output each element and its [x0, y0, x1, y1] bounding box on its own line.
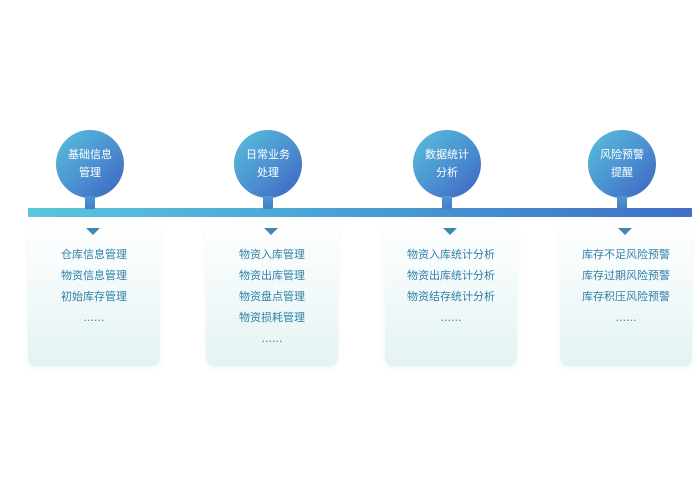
node-connector [617, 196, 627, 209]
list-item: ...... [261, 332, 283, 345]
stage-item-list: 仓库信息管理 物资信息管理 初始库存管理 ...... [28, 244, 160, 328]
list-item: 物资信息管理 [61, 269, 127, 282]
stage-card: 物资入库管理 物资出库管理 物资盘点管理 物资损耗管理 ...... [206, 224, 338, 366]
stage-column-basic-info: 基础信息 管理 仓库信息管理 物资信息管理 初始库存管理 ...... [28, 0, 160, 500]
stage-title-line: 基础信息 [68, 148, 112, 161]
stage-node: 风险预警 提醒 [588, 130, 656, 198]
stage-title-line: 风险预警 [600, 148, 644, 161]
list-item: ...... [83, 311, 105, 324]
list-item: 物资盘点管理 [239, 290, 305, 303]
stage-title-line: 提醒 [611, 166, 633, 179]
list-item: 库存不足风险预警 [582, 248, 670, 261]
list-item: 物资入库管理 [239, 248, 305, 261]
stage-column-risk-warning: 风险预警 提醒 库存不足风险预警 库存过期风险预警 库存积压风险预警 .....… [560, 0, 692, 500]
stage-title-line: 数据统计 [425, 148, 469, 161]
stage-title-line: 分析 [436, 166, 458, 179]
stage-node: 数据统计 分析 [413, 130, 481, 198]
list-item: 库存积压风险预警 [582, 290, 670, 303]
caret-down-icon [264, 228, 278, 235]
stage-column-statistics: 数据统计 分析 物资入库统计分析 物资出库统计分析 物资结存统计分析 .....… [385, 0, 517, 500]
stage-item-list: 物资入库统计分析 物资出库统计分析 物资结存统计分析 ...... [385, 244, 517, 328]
list-item: 物资结存统计分析 [407, 290, 495, 303]
node-connector [442, 196, 452, 209]
stage-title-line: 日常业务 [246, 148, 290, 161]
list-item: ...... [615, 311, 637, 324]
stage-title-line: 处理 [257, 166, 279, 179]
stage-card: 物资入库统计分析 物资出库统计分析 物资结存统计分析 ...... [385, 224, 517, 366]
caret-down-icon [618, 228, 632, 235]
node-connector [263, 196, 273, 209]
stage-title-line: 管理 [79, 166, 101, 179]
stage-card: 仓库信息管理 物资信息管理 初始库存管理 ...... [28, 224, 160, 366]
list-item: ...... [440, 311, 462, 324]
list-item: 物资损耗管理 [239, 311, 305, 324]
list-item: 物资出库统计分析 [407, 269, 495, 282]
node-connector [85, 196, 95, 209]
stage-item-list: 库存不足风险预警 库存过期风险预警 库存积压风险预警 ...... [560, 244, 692, 328]
list-item: 物资出库管理 [239, 269, 305, 282]
caret-down-icon [443, 228, 457, 235]
stage-node: 日常业务 处理 [234, 130, 302, 198]
caret-down-icon [86, 228, 100, 235]
stage-card: 库存不足风险预警 库存过期风险预警 库存积压风险预警 ...... [560, 224, 692, 366]
list-item: 物资入库统计分析 [407, 248, 495, 261]
timeline-bar [28, 208, 692, 217]
list-item: 初始库存管理 [61, 290, 127, 303]
list-item: 仓库信息管理 [61, 248, 127, 261]
stage-node: 基础信息 管理 [56, 130, 124, 198]
stage-column-daily-business: 日常业务 处理 物资入库管理 物资出库管理 物资盘点管理 物资损耗管理 ....… [206, 0, 338, 500]
list-item: 库存过期风险预警 [582, 269, 670, 282]
stage-item-list: 物资入库管理 物资出库管理 物资盘点管理 物资损耗管理 ...... [206, 244, 338, 349]
